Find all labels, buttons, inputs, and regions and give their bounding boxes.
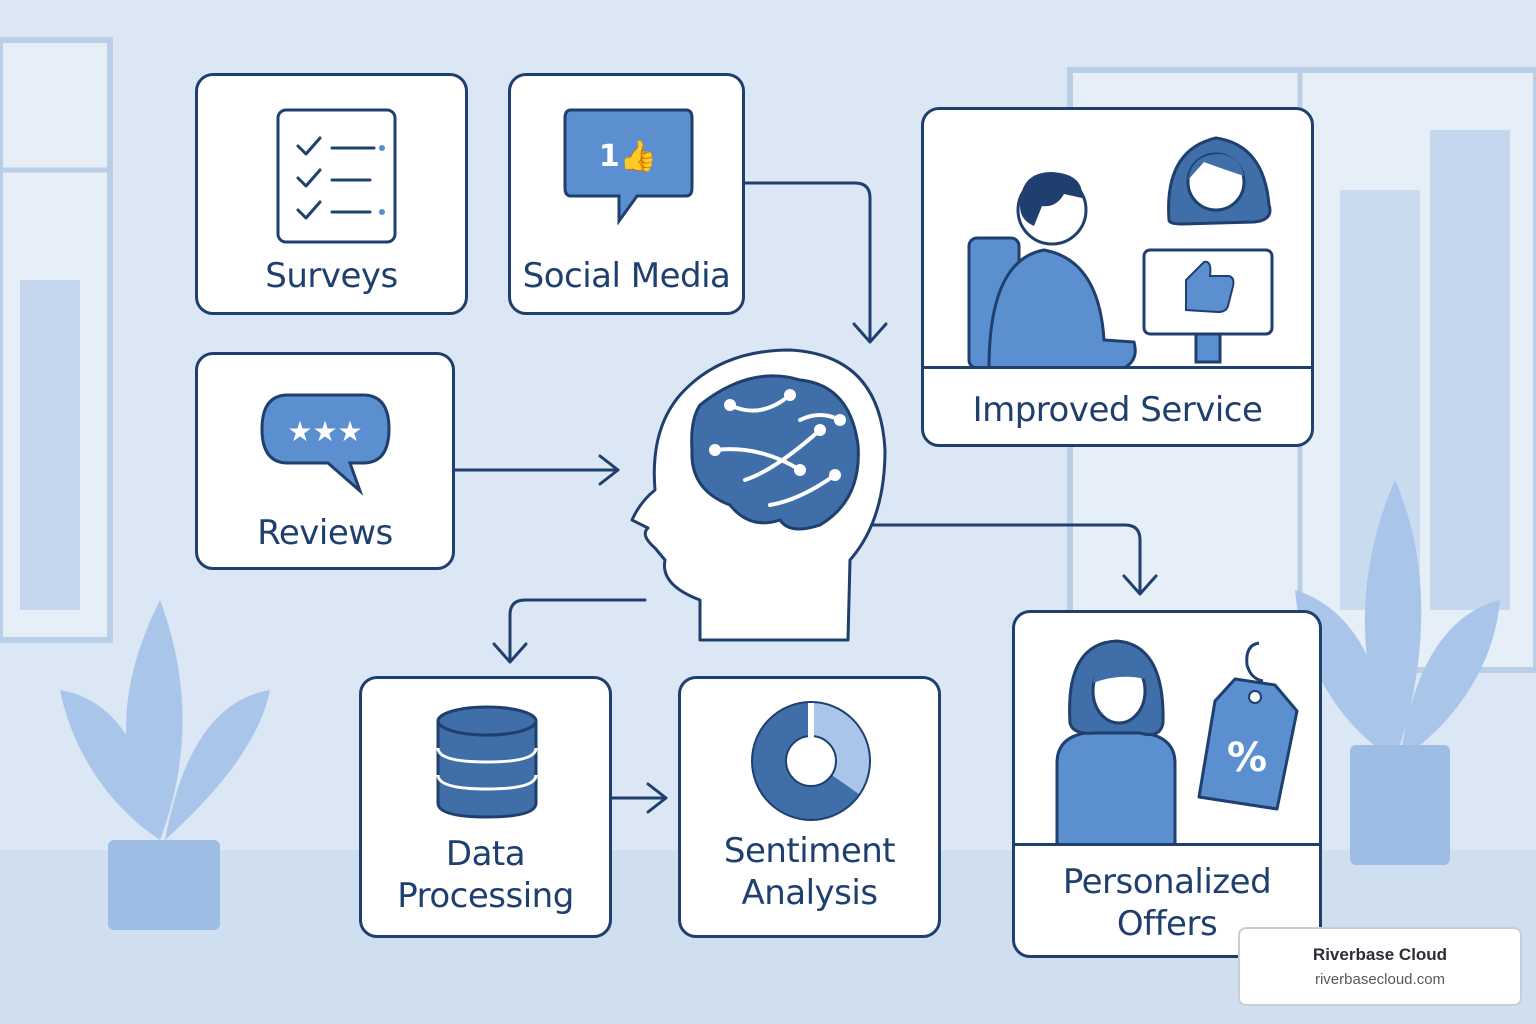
data-processing-label-line2: Processing (397, 876, 574, 916)
personalized-offers-label-line1: Personalized (1062, 862, 1272, 902)
improved-service-card: Improved Service (921, 107, 1314, 447)
data-processing-label-line1: Data (445, 834, 526, 874)
database-icon (436, 705, 538, 819)
sentiment-analysis-label-line1: Sentiment (723, 831, 896, 871)
arrow-reviews-to-brain (453, 454, 620, 486)
reviews-label: Reviews (257, 513, 393, 553)
reviews-stars: ★★★ (287, 415, 362, 448)
data-processing-card: Data Processing (359, 676, 612, 938)
surveys-card: Surveys (195, 73, 468, 315)
connector-arrows (453, 181, 1158, 814)
improved-service-label: Improved Service (972, 390, 1263, 430)
branding-badge: Riverbase Cloud riverbasecloud.com (1238, 927, 1522, 1006)
social-bubble-text: 1👍 (599, 138, 657, 174)
brand-url[interactable]: riverbasecloud.com (1314, 971, 1446, 988)
personalized-offers-card: % Personalized Offers (1012, 610, 1322, 958)
arrow-data-to-sentiment (610, 782, 668, 814)
social-media-label: Social Media (522, 256, 731, 296)
ai-brain-head-icon (630, 348, 887, 642)
discount-tag-icon: % (1197, 641, 1299, 811)
surveys-label: Surveys (265, 256, 398, 296)
donut-chart-icon (751, 701, 871, 821)
brand-name: Riverbase Cloud (1312, 945, 1448, 964)
reviews-card: ★★★ Reviews (195, 352, 455, 570)
customer-with-tag-scene-icon: % (1055, 639, 1299, 845)
personalized-offers-label-line2: Offers (1116, 904, 1218, 944)
improved-service-divider (924, 366, 1311, 369)
social-media-card: 1👍 Social Media (508, 73, 745, 315)
personalized-offers-divider (1015, 843, 1319, 846)
star-rating-speech-bubble-icon: ★★★ (260, 393, 391, 496)
sentiment-analysis-label-line2: Analysis (741, 873, 878, 913)
checklist-icon (276, 108, 397, 244)
left-plant (60, 600, 270, 930)
sentiment-analysis-card: Sentiment Analysis (678, 676, 941, 938)
thumbs-up-speech-bubble-icon: 1👍 (563, 108, 694, 226)
arrow-brain-to-data (492, 598, 647, 664)
arrow-brain-to-offers (848, 523, 1158, 596)
arrow-social-to-brain (743, 181, 888, 344)
tag-percent: % (1227, 735, 1267, 781)
customer-support-scene-icon (967, 136, 1274, 368)
